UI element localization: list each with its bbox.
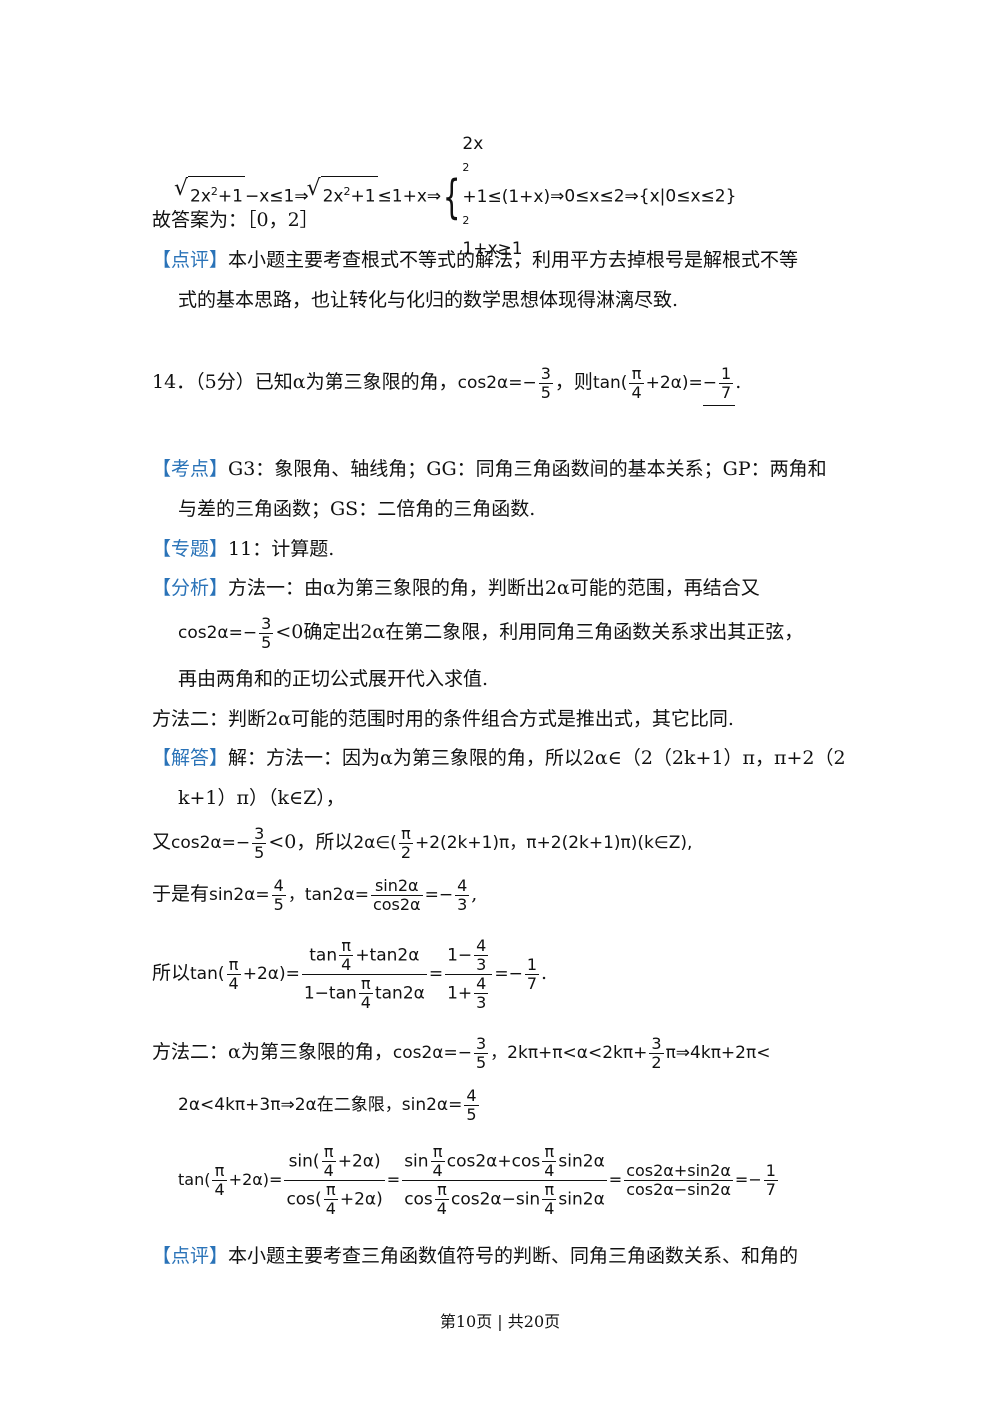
fenxi-line-1: 【分析】方法一：由α为第三象限的角，判断出2α可能的范围，再结合又 [152, 577, 760, 599]
zhuanti-line: 【专题】11：计算题. [152, 538, 335, 560]
brace-icon: { [442, 169, 461, 224]
equation-sqrt-inequality: 2x2+1−x≤1⇒2x2+1≤1+x⇒{2x2+1≤(1+x)21+x≥1⇒0… [174, 132, 736, 261]
comment-2-line-1: 【点评】本小题主要考查三角函数值符号的判断、同角三角函数关系、和角的 [152, 1245, 799, 1267]
comment-1-line-1: 【点评】本小题主要考查根式不等式的解法，利用平方去掉根号是解根式不等 [152, 249, 799, 271]
fenxi-line-3: 再由两角和的正切公式展开代入求值. [178, 668, 489, 690]
answer-line: 故答案为：［0，2］ [152, 209, 319, 231]
sqrt-expression-2: 2x2+1 [307, 174, 378, 212]
jieda-line-2: k+1）π）（k∈Z）， [178, 787, 345, 809]
comment-tag: 【点评】 [152, 249, 229, 271]
jieda-line-1: 【解答】解：方法一：因为α为第三象限的角，所以2α∈（2（2k+1）π，π+2（… [152, 747, 846, 769]
fenxi-line-4: 方法二：判断2α可能的范围时用的条件组合方式是推出式，其它比同. [152, 708, 734, 730]
comment-1-line-2: 式的基本思路，也让转化与化归的数学思想体现得淋漓尽致. [178, 289, 679, 311]
kaodian-line-1: 【考点】G3：象限角、轴线角；GG：同角三角函数间的基本关系；GP：两角和 [152, 458, 827, 480]
sqrt-expression: 2x2+1 [174, 174, 245, 212]
kaodian-line-2: 与差的三角函数；GS：二倍角的三角函数. [178, 498, 536, 520]
page-footer: 第10页 | 共20页 [439, 1312, 561, 1331]
